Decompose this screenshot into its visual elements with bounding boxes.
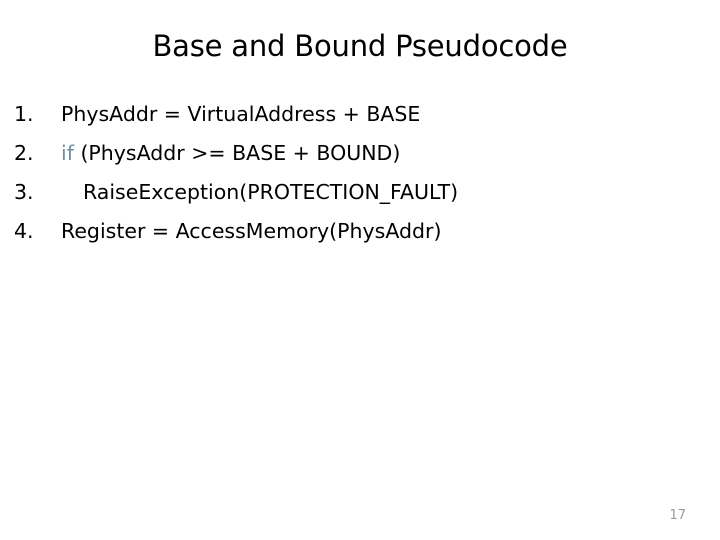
keyword-if: if: [61, 141, 74, 165]
list-item-text: if (PhysAddr >= BASE + BOUND): [61, 139, 400, 167]
list-item-number: 4.: [14, 219, 34, 243]
list-item-text: RaiseException(PROTECTION_FAULT): [83, 180, 459, 204]
list-item: 1. PhysAddr = VirtualAddress + BASE: [14, 100, 704, 139]
list-item-text: Register = AccessMemory(PhysAddr): [61, 219, 442, 243]
pseudocode-list: 1. PhysAddr = VirtualAddress + BASE 2. if …: [14, 100, 704, 256]
list-item-text: PhysAddr = VirtualAddress + BASE: [61, 102, 421, 126]
list-item-number: 1.: [14, 102, 34, 126]
list-item-number: 3.: [14, 180, 34, 204]
list-item: 4. Register = AccessMemory(PhysAddr): [14, 217, 704, 256]
list-item: 3. RaiseException(PROTECTION_FAULT): [14, 178, 704, 217]
list-item-text-rest: (PhysAddr >= BASE + BOUND): [73, 141, 401, 165]
list-item-number: 2.: [14, 141, 34, 165]
list-item: 2. if (PhysAddr >= BASE + BOUND): [14, 139, 704, 178]
page-number: 17: [669, 508, 686, 523]
page-title: Base and Bound Pseudocode: [152, 29, 568, 63]
